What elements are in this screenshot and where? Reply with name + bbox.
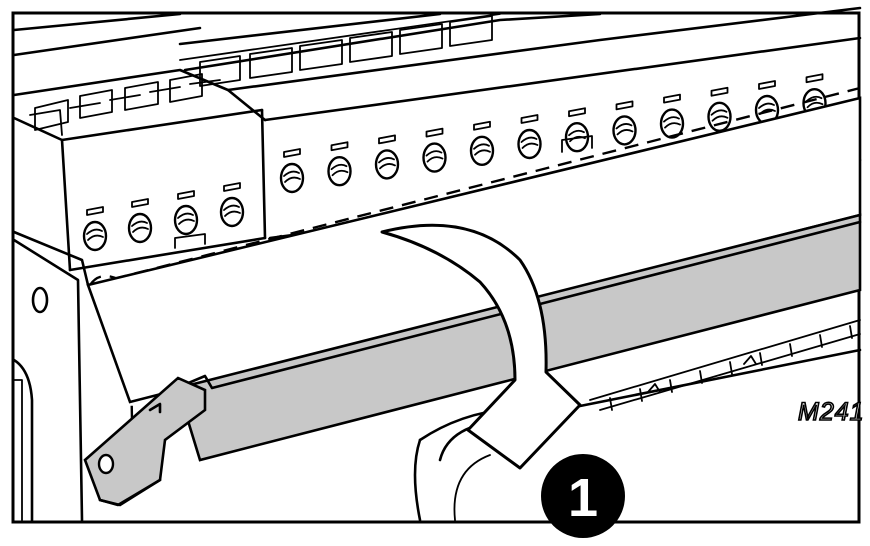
screw-label-tab xyxy=(330,141,349,152)
screw-label-tab xyxy=(378,134,396,145)
screw-slot xyxy=(615,123,634,136)
screw-label-tab xyxy=(473,120,491,131)
connector-dividers xyxy=(609,325,853,411)
bottom-connector-row xyxy=(589,319,861,411)
screw-slot xyxy=(86,228,104,241)
screw-label-tab xyxy=(223,182,241,192)
screw-slot xyxy=(177,212,195,225)
screw-label-tab xyxy=(663,93,681,104)
mounting-hole xyxy=(31,286,49,314)
screw-slot xyxy=(473,143,491,156)
left-screw-1 xyxy=(82,206,108,252)
housing-left-inner xyxy=(13,379,23,521)
screw-label-tab xyxy=(283,148,301,158)
terminal-screws-left xyxy=(82,182,245,252)
left-block-bottom-front xyxy=(68,236,267,272)
right-screw-5 xyxy=(469,120,495,167)
slot-openings-left xyxy=(34,73,203,131)
notch-left xyxy=(174,233,206,249)
screw-slot xyxy=(131,220,149,233)
step-badge-circle xyxy=(541,454,625,538)
model-label: M241 xyxy=(798,398,865,426)
right-block-top-line xyxy=(183,12,602,72)
screw-slot xyxy=(283,170,301,183)
screw-label-tab xyxy=(177,190,195,200)
connector-pins xyxy=(647,355,757,393)
screw-label-tab xyxy=(568,107,586,118)
right-screw-1 xyxy=(279,148,305,194)
top-edge-line-2 xyxy=(12,26,202,57)
step-badge: 1 xyxy=(541,454,625,538)
terminal-slots-right xyxy=(179,13,501,87)
housing-left-recess xyxy=(12,358,34,522)
right-screw-11 xyxy=(754,80,780,126)
screw-slot xyxy=(663,116,681,129)
housing-left-top xyxy=(12,230,90,287)
left-screw-4 xyxy=(219,182,245,228)
right-block-ridge xyxy=(226,6,862,92)
left-block-right-edge xyxy=(260,108,267,240)
right-block-top-front xyxy=(263,36,862,122)
upper-block-edge xyxy=(12,68,267,122)
screw-label-tab xyxy=(425,127,444,138)
screw-label-tab xyxy=(520,114,539,124)
left-block-top-front xyxy=(60,108,264,142)
right-block-back-line xyxy=(178,12,442,46)
screw-label-tab xyxy=(86,206,104,216)
housing-front-curve xyxy=(413,438,422,522)
screw-slot xyxy=(223,204,241,217)
rotation-arrow-icon xyxy=(380,223,582,470)
screw-label-tab xyxy=(131,198,149,208)
right-screw-3 xyxy=(374,134,400,180)
step-number: 1 xyxy=(568,468,598,528)
screw-label-tab xyxy=(710,86,729,97)
right-screw-6 xyxy=(517,114,542,160)
screw-label-tab xyxy=(805,73,824,84)
screw-slot xyxy=(330,163,349,177)
screw-slot xyxy=(520,136,539,149)
connector-row-bottom xyxy=(599,333,861,411)
hinge-pin-hole xyxy=(97,453,115,475)
notch-right xyxy=(561,135,593,153)
screw-label-tab xyxy=(615,100,634,111)
top-edge-line-1 xyxy=(12,12,182,32)
housing-left-side xyxy=(12,238,84,522)
dashed-top-edge xyxy=(89,86,861,287)
arrow-shape xyxy=(380,223,582,470)
connector-row-top xyxy=(589,319,861,401)
terminal-slots-left xyxy=(29,73,221,136)
screw-slot xyxy=(425,150,444,163)
controller-body xyxy=(12,6,862,522)
housing-inner-curve-2 xyxy=(453,454,491,521)
slot-row-top-right xyxy=(179,13,501,61)
right-screw-8 xyxy=(612,100,637,146)
screw-slot xyxy=(378,157,396,170)
slot-openings-right xyxy=(199,15,493,87)
screw-slot xyxy=(710,109,729,122)
right-screw-4 xyxy=(422,127,447,173)
screw-label-tab xyxy=(758,80,776,90)
hinge-notch xyxy=(148,402,162,414)
left-screw-2 xyxy=(127,198,153,244)
right-screw-9 xyxy=(659,93,685,139)
right-screw-2 xyxy=(327,141,352,187)
cover-hinge-bottom xyxy=(98,478,162,507)
left-screw-3 xyxy=(173,190,199,236)
